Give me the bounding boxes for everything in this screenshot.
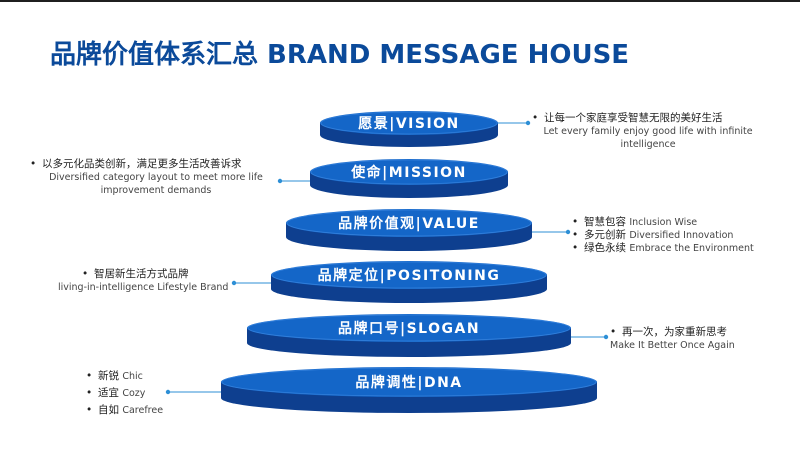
- tier-rim: [320, 111, 498, 135]
- positioning-text-en: living-in-intelligence Lifestyle Brand: [58, 282, 229, 293]
- page-title: 品牌价值体系汇总 BRAND MESSAGE HOUSE: [50, 40, 630, 70]
- value-item: •绿色永续 Embrace the Environment: [572, 242, 754, 254]
- pyramid-tier: 使命|MISSION: [310, 159, 508, 198]
- slogan-text-en: Make It Better Once Again: [610, 340, 735, 351]
- tier-top: [247, 314, 571, 342]
- tier-label: 愿景|VISION: [358, 116, 460, 132]
- tier-label: 品牌口号|SLOGAN: [338, 320, 480, 337]
- tier-rim: [247, 314, 571, 342]
- connector-line: [571, 334, 609, 340]
- tier-label: 品牌定位|POSITONING: [318, 267, 501, 284]
- slogan-annotation: • 再一次，为家重新思考 Make It Better Once Again: [610, 326, 735, 352]
- bullet-icon: •: [82, 268, 89, 280]
- connector-dot: [231, 280, 237, 286]
- top-border-line: [0, 0, 800, 2]
- value-annotation: •智慧包容 Inclusion Wise •多元创新 Diversified I…: [572, 216, 754, 255]
- value-item: •智慧包容 Inclusion Wise: [572, 216, 698, 228]
- positioning-annotation: • 智居新生活方式品牌 living-in-intelligence Lifest…: [58, 268, 228, 294]
- connector-line: [277, 178, 310, 184]
- tier-top: [221, 367, 597, 397]
- bullet-icon: •: [532, 112, 539, 124]
- tier-rim: [221, 367, 597, 397]
- tier-label: 品牌调性|DNA: [355, 374, 462, 391]
- vision-text-zh: 让每一个家庭享受智慧无限的美好生活: [544, 112, 723, 124]
- tier-top: [286, 209, 532, 237]
- vision-text-en: Let every family enjoy good life with in…: [543, 126, 753, 150]
- connector-dot: [277, 178, 283, 184]
- positioning-text-zh: 智居新生活方式品牌: [94, 268, 189, 280]
- connector-dot: [165, 389, 171, 395]
- pyramid-tier: 品牌口号|SLOGAN: [247, 314, 571, 357]
- connector-dot: [565, 229, 571, 235]
- tier-top: [320, 111, 498, 135]
- mission-text-en: Diversified category layout to meet more…: [49, 172, 263, 196]
- pyramid-tier: 品牌调性|DNA: [221, 367, 597, 413]
- tier-rim: [310, 159, 508, 185]
- slogan-text-zh: 再一次，为家重新思考: [622, 326, 727, 338]
- vision-annotation: • 让每一个家庭享受智慧无限的美好生活 Let every family enjo…: [532, 112, 758, 151]
- bullet-icon: •: [30, 158, 37, 170]
- tier-label: 品牌价值观|VALUE: [338, 215, 480, 232]
- dna-item: •适宜 Cozy: [86, 387, 146, 399]
- connector-line: [231, 280, 271, 286]
- dna-item: •新锐 Chic: [86, 370, 143, 382]
- connector-line: [532, 229, 571, 235]
- mission-text-zh: 以多元化品类创新，满足更多生活改善诉求: [42, 158, 242, 170]
- bullet-icon: •: [610, 326, 617, 338]
- tier-rim: [286, 209, 532, 237]
- tier-label: 使命|MISSION: [350, 164, 467, 181]
- connector-line: [498, 120, 531, 126]
- tier-top: [310, 159, 508, 185]
- connector-dot: [603, 334, 609, 340]
- pyramid-tier: 品牌定位|POSITONING: [271, 261, 547, 303]
- tier-rim: [271, 261, 547, 289]
- dna-annotation: •新锐 Chic •适宜 Cozy •自如 Carefree: [86, 368, 163, 419]
- tier-top: [271, 261, 547, 289]
- pyramid-tier: 愿景|VISION: [320, 111, 498, 147]
- mission-annotation: • 以多元化品类创新，满足更多生活改善诉求 Diversified categor…: [30, 158, 276, 197]
- dna-item: •自如 Carefree: [86, 404, 164, 416]
- connector-dot: [525, 120, 531, 126]
- value-item: •多元创新 Diversified Innovation: [572, 229, 734, 241]
- pyramid-tier: 品牌价值观|VALUE: [286, 209, 532, 251]
- connector-line: [165, 389, 221, 395]
